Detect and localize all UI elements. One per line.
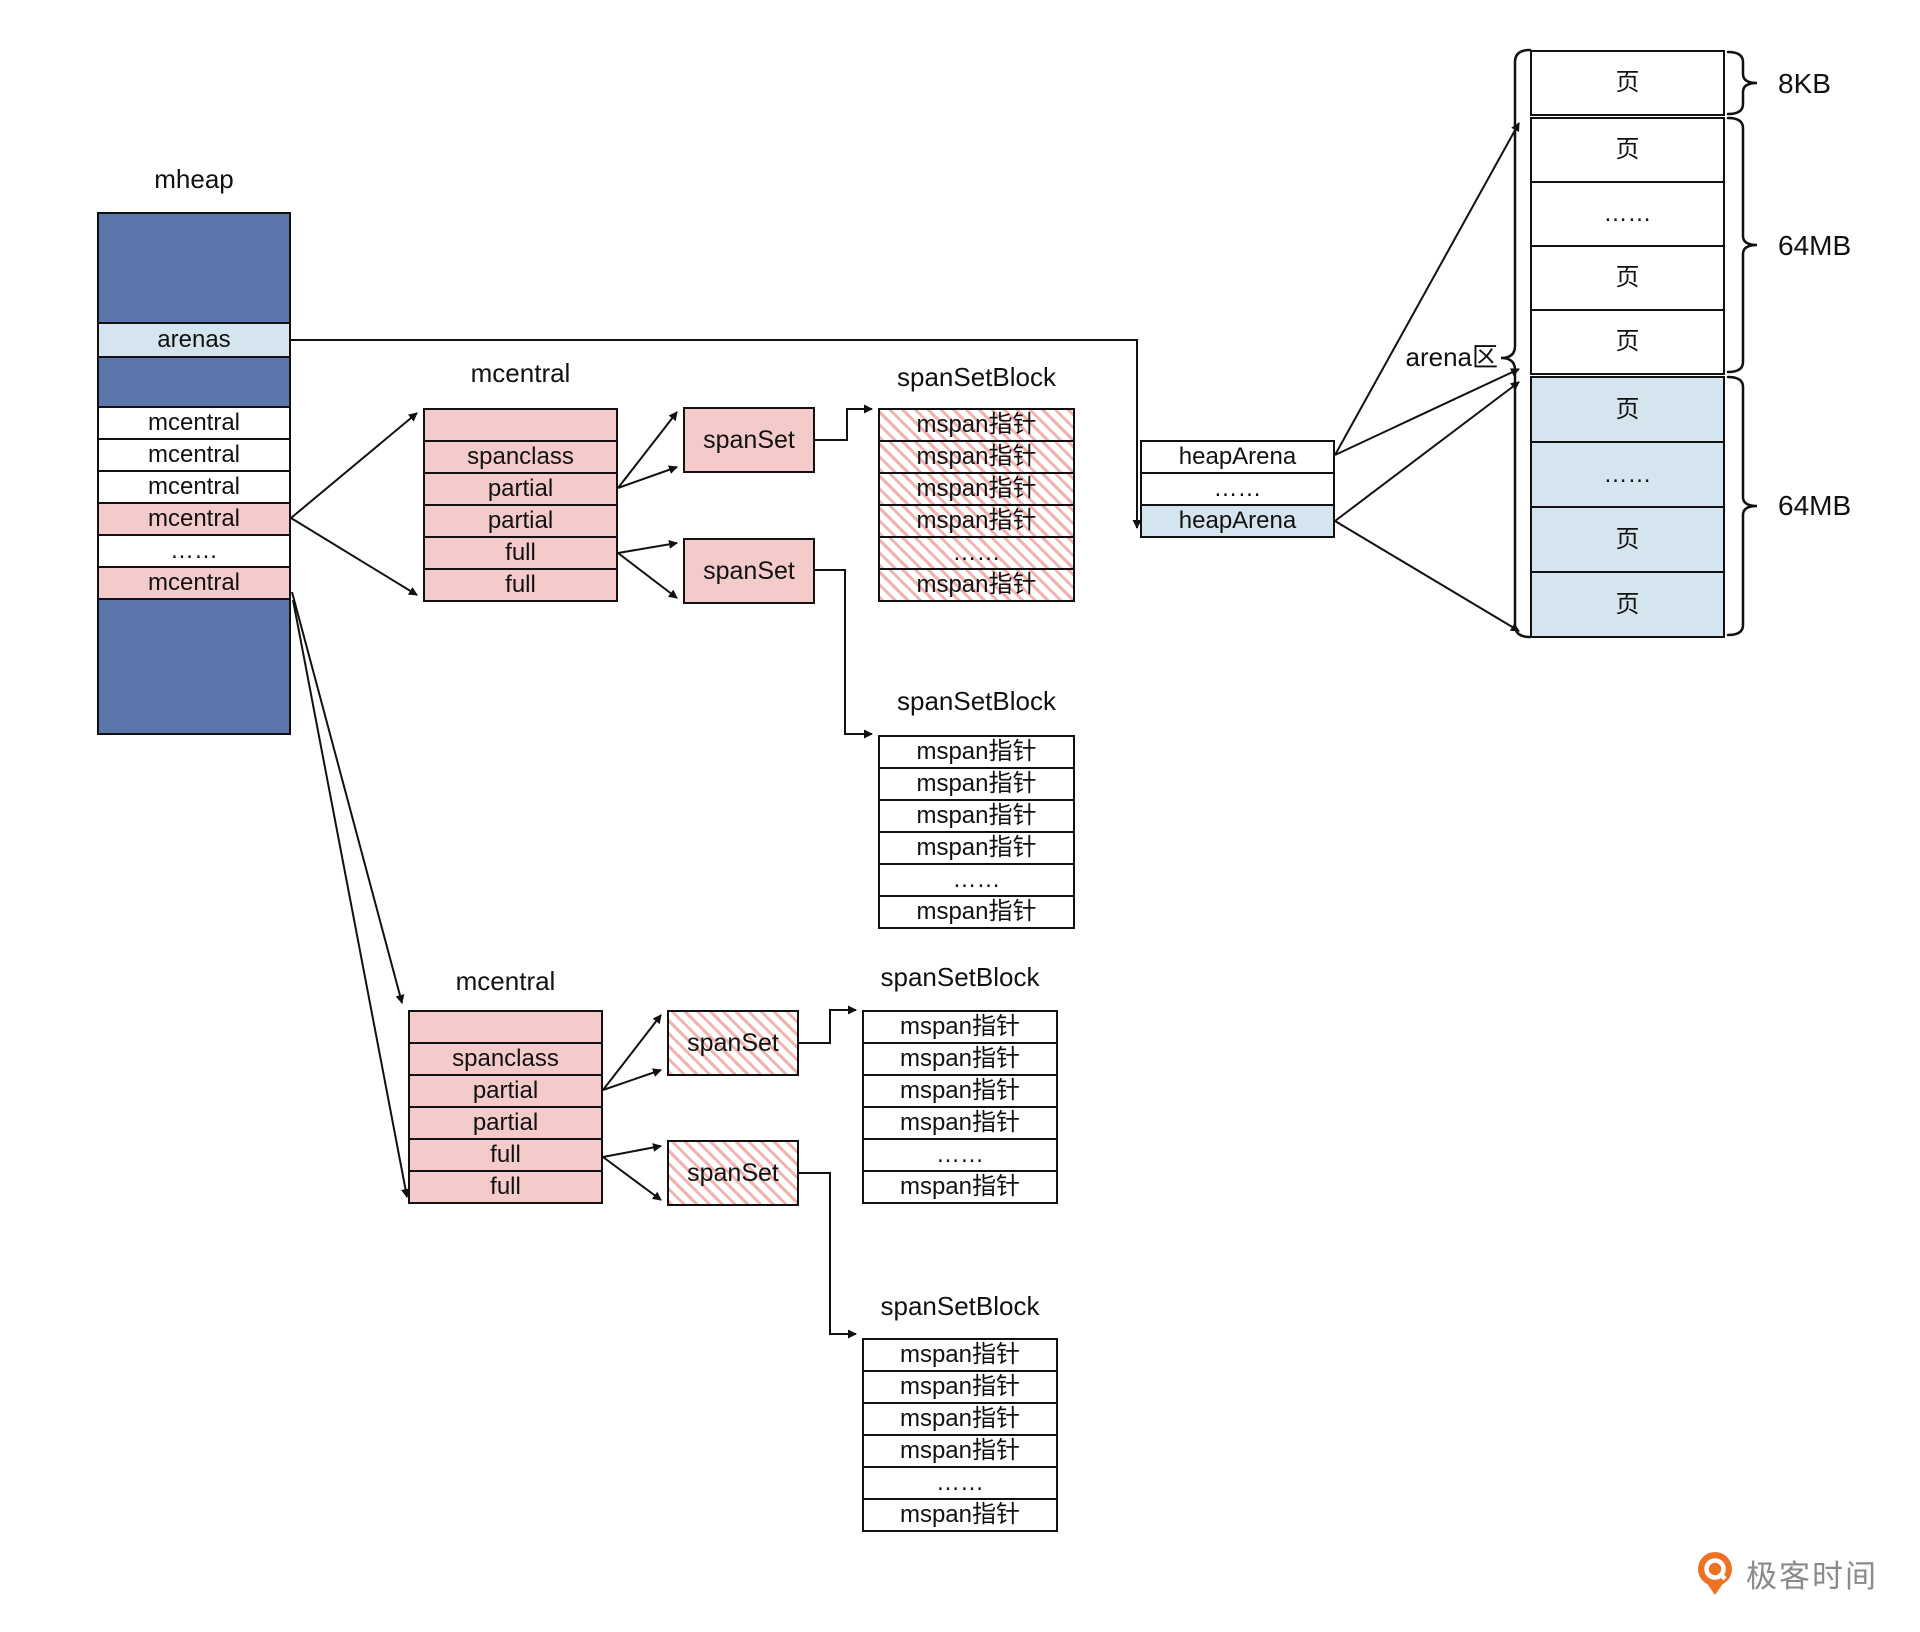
page-cell: 页 [1530, 50, 1725, 116]
mspan-pointer-row: mspan指针 [878, 831, 1075, 865]
mcentral-row-empty [423, 408, 618, 442]
spansetblock-title: spanSetBlock [880, 1291, 1040, 1321]
mheap-row: mcentral [97, 406, 291, 440]
page-cell-ellipsis: …… [1530, 441, 1725, 508]
size-label-64mb: 64MB [1778, 490, 1852, 521]
page-cell: 页 [1530, 506, 1725, 573]
mspan-pointer-row: mspan指针 [862, 1010, 1058, 1044]
mheap-row-arenas: arenas [97, 322, 291, 358]
mspan-pointer-row: mspan指针 [862, 1402, 1058, 1436]
spansetblock-table: mspan指针 mspan指针 mspan指针 mspan指针 …… mspan… [878, 408, 1075, 602]
geektime-logo-text: 极客时间 [1746, 1558, 1878, 1594]
page-cell: 页 [1530, 245, 1725, 311]
mspan-pointer-row: mspan指针 [878, 895, 1075, 929]
mspan-pointer-row: mspan指针 [878, 735, 1075, 769]
mcentral-top-table: spanclass partial partial full full [423, 408, 618, 602]
heaparena-row-ellipsis: …… [1140, 472, 1335, 506]
spanset-box: spanSet [667, 1140, 799, 1206]
page-cell: 页 [1530, 309, 1725, 375]
mspan-pointer-row: mspan指针 [862, 1042, 1058, 1076]
arena-page-group-64mb-top: 页 …… 页 页 [1530, 117, 1725, 375]
arena-region-label: arena区 [1405, 342, 1499, 372]
mheap-row: mcentral [97, 438, 291, 472]
page-cell: 页 [1530, 117, 1725, 183]
mcentral-row-partial: partial [423, 504, 618, 538]
page-cell: 页 [1530, 571, 1725, 638]
size-label-8kb: 8KB [1778, 68, 1831, 99]
mheap-table: arenas mcentral mcentral mcentral mcentr… [97, 212, 291, 735]
mspan-pointer-row: mspan指针 [878, 504, 1075, 538]
mspan-pointer-row: mspan指针 [862, 1106, 1058, 1140]
mcentral-bottom-title: mcentral [455, 966, 556, 996]
mcentral-row-full: full [408, 1138, 603, 1172]
mcentral-row-partial: partial [408, 1106, 603, 1140]
mcentral-row-full: full [423, 568, 618, 602]
mspan-pointer-row-ellipsis: …… [862, 1138, 1058, 1172]
mspan-pointer-row: mspan指针 [878, 440, 1075, 474]
spansetblock-table: mspan指针 mspan指针 mspan指针 mspan指针 …… mspan… [862, 1010, 1058, 1204]
spansetblock-table: mspan指针 mspan指针 mspan指针 mspan指针 …… mspan… [862, 1338, 1058, 1532]
spansetblock-table: mspan指针 mspan指针 mspan指针 mspan指针 …… mspan… [878, 735, 1075, 929]
spanset-box: spanSet [683, 538, 815, 604]
mspan-pointer-row: mspan指针 [862, 1370, 1058, 1404]
mcentral-row-full: full [423, 536, 618, 570]
mheap-row-mcentral-highlight: mcentral [97, 502, 291, 536]
geektime-logo-icon [1698, 1552, 1732, 1595]
mheap-filler-bottom [97, 598, 291, 735]
mspan-pointer-row: mspan指针 [862, 1498, 1058, 1532]
spansetblock-title: spanSetBlock [897, 362, 1056, 392]
mheap-row: mcentral [97, 470, 291, 504]
spansetblock-title: spanSetBlock [897, 686, 1056, 716]
heaparena-row: heapArena [1140, 440, 1335, 474]
mheap-row-mcentral-highlight: mcentral [97, 566, 291, 600]
mcentral-top-title: mcentral [470, 358, 571, 388]
arena-page-group-8kb: 页 [1530, 50, 1725, 116]
page-cell: 页 [1530, 376, 1725, 443]
heaparena-table: heapArena …… heapArena [1140, 440, 1335, 538]
page-cell-ellipsis: …… [1530, 181, 1725, 247]
mcentral-row-spanclass: spanclass [423, 440, 618, 474]
mcentral-row-spanclass: spanclass [408, 1042, 603, 1076]
geektime-logo: 极客时间 [1694, 1550, 1878, 1596]
mheap-title: mheap [154, 164, 234, 194]
mspan-pointer-row-ellipsis: …… [862, 1466, 1058, 1500]
mspan-pointer-row: mspan指针 [878, 799, 1075, 833]
mheap-filler-top [97, 212, 291, 324]
spansetblock-title: spanSetBlock [880, 962, 1040, 992]
size-label-64mb: 64MB [1778, 230, 1852, 261]
mspan-pointer-row-ellipsis: …… [878, 536, 1075, 570]
mcentral-row-partial: partial [408, 1074, 603, 1108]
mspan-pointer-row: mspan指针 [878, 472, 1075, 506]
mcentral-row-empty [408, 1010, 603, 1044]
spanset-box: spanSet [667, 1010, 799, 1076]
mspan-pointer-row-ellipsis: …… [878, 863, 1075, 897]
mcentral-bottom-table: spanclass partial partial full full [408, 1010, 603, 1204]
mheap-filler-mid [97, 356, 291, 408]
mspan-pointer-row: mspan指针 [862, 1074, 1058, 1108]
mspan-pointer-row: mspan指针 [878, 568, 1075, 602]
mspan-pointer-row: mspan指针 [862, 1170, 1058, 1204]
mcentral-row-partial: partial [423, 472, 618, 506]
mspan-pointer-row: mspan指针 [878, 408, 1075, 442]
mspan-pointer-row: mspan指针 [878, 767, 1075, 801]
mspan-pointer-row: mspan指针 [862, 1434, 1058, 1468]
mcentral-row-full: full [408, 1170, 603, 1204]
mspan-pointer-row: mspan指针 [862, 1338, 1058, 1372]
heaparena-row-highlight: heapArena [1140, 504, 1335, 538]
spanset-box: spanSet [683, 407, 815, 473]
arena-page-group-64mb-bottom: 页 …… 页 页 [1530, 376, 1725, 638]
mheap-row-ellipsis: …… [97, 534, 291, 568]
